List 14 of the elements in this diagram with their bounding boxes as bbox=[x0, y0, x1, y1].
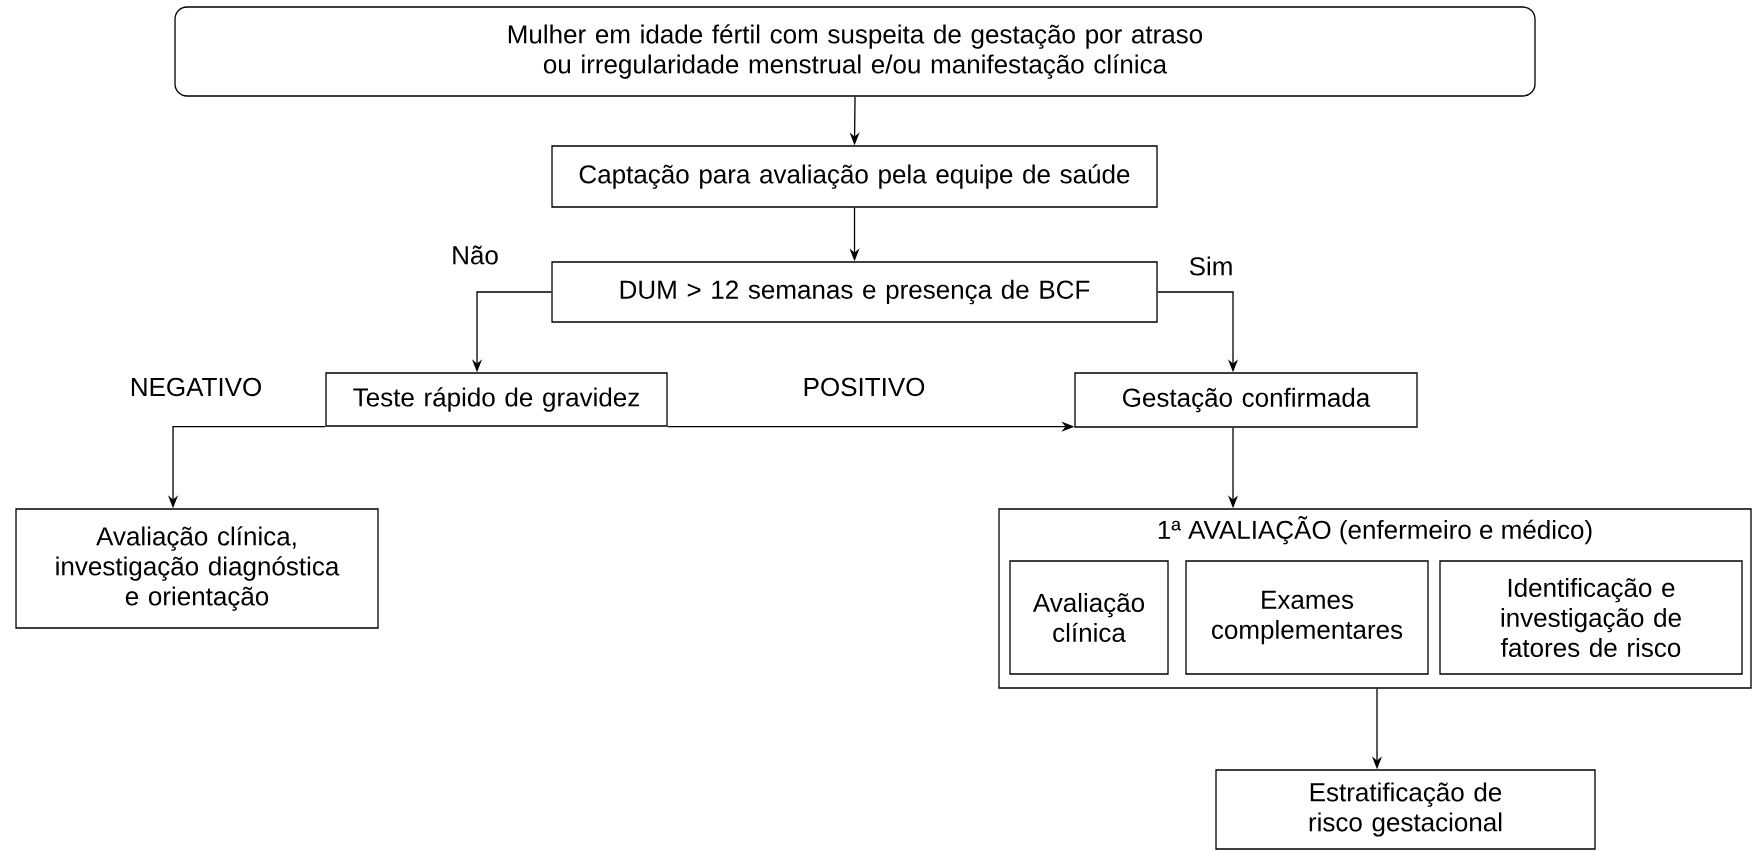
edge-label: POSITIVO bbox=[804, 377, 925, 397]
process-box: Estratificação de risco gestacional bbox=[1215, 769, 1596, 850]
process-box: DUM > 12 semanas e presença de BCF bbox=[551, 261, 1158, 323]
edge-label: Sim bbox=[1189, 256, 1232, 276]
rounded-box: Mulher em idade fértil com suspeita de gestação por atraso ou irregularidade menstrual e/ou manifestação clínica bbox=[174, 6, 1536, 97]
process-box: Identificação e investigação de fatores de risco bbox=[1439, 560, 1743, 675]
process-box: Exames complementares bbox=[1185, 560, 1429, 675]
process-box: Captação para avaliação pela equipe de saúde bbox=[551, 145, 1158, 208]
edge-label: Não bbox=[453, 245, 498, 265]
process-box: Avaliação clínica bbox=[1009, 560, 1169, 675]
process-box: Teste rápido de gravidez bbox=[325, 372, 668, 427]
process-box: Gestação confirmada bbox=[1074, 372, 1418, 428]
process-box: Avaliação clínica, investigação diagnóstica e orientação bbox=[15, 508, 379, 629]
edge-label: NEGATIVO bbox=[131, 377, 261, 397]
